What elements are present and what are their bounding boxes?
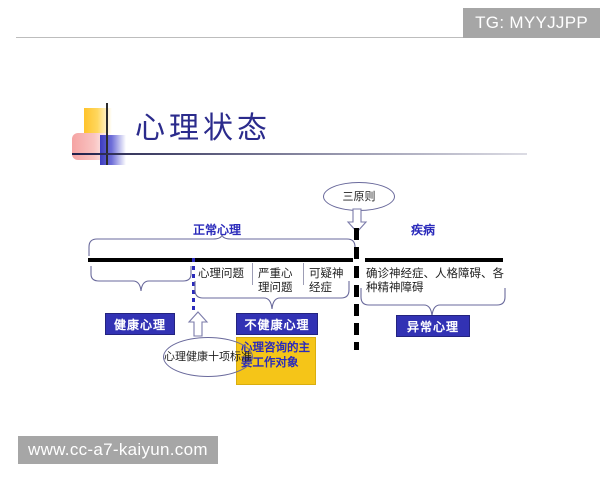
watermark-top-badge: TG: MYYJJPP bbox=[463, 8, 600, 38]
brace-normal-psychology bbox=[88, 234, 356, 256]
cell-divider-1 bbox=[252, 263, 253, 285]
label-normal-psychology: 正常心理 bbox=[193, 223, 242, 237]
page-title: 心理状态 bbox=[135, 111, 271, 146]
watermark-top-text: TG: MYYJJPP bbox=[475, 13, 588, 32]
callout-three-principles: 三原则 bbox=[323, 182, 395, 211]
cell-psychological-problem: 心理问题 bbox=[198, 266, 244, 280]
cell-confirmed-disorders: 确诊神经症、人格障碍、各种精神障碍 bbox=[366, 266, 504, 294]
down-arrow-icon bbox=[346, 208, 368, 233]
vertical-dashed-separator bbox=[354, 228, 359, 350]
callout-ten-criteria: 心理健康十项标准 bbox=[163, 337, 253, 377]
watermark-bottom-badge: www.cc-a7-kaiyun.com bbox=[18, 436, 218, 464]
cell-divider-2 bbox=[303, 263, 304, 285]
brace-healthy-psychology bbox=[90, 266, 192, 292]
title-decoration-logo bbox=[72, 103, 192, 165]
cell-severe-psychological-problem: 严重心理问题 bbox=[258, 266, 293, 294]
logo-vertical-line bbox=[106, 103, 108, 165]
axis-bar-left bbox=[88, 258, 353, 262]
brace-unhealthy-psychology bbox=[194, 281, 350, 310]
header-divider bbox=[16, 37, 584, 38]
box-healthy-psychology-label: 健康心理 bbox=[113, 317, 166, 332]
blue-dotted-divider bbox=[192, 258, 195, 310]
watermark-bottom-text: www.cc-a7-kaiyun.com bbox=[28, 440, 208, 459]
label-disease: 疾病 bbox=[411, 223, 436, 237]
brace-abnormal-psychology bbox=[360, 288, 506, 317]
title-underline bbox=[72, 153, 527, 155]
box-healthy-psychology[interactable]: 健康心理 bbox=[105, 313, 175, 335]
up-arrow-icon bbox=[187, 311, 209, 337]
callout-ten-criteria-text: 心理健康十项标准 bbox=[164, 350, 252, 363]
box-counseling-focus-label: 心理咨询的主要工作对象 bbox=[241, 340, 310, 369]
box-unhealthy-psychology-label: 不健康心理 bbox=[244, 317, 310, 332]
callout-three-principles-text: 三原则 bbox=[342, 189, 376, 203]
blue-square-icon bbox=[100, 135, 126, 165]
cell-suspected-neurosis: 可疑神经症 bbox=[309, 266, 344, 294]
axis-bar-right bbox=[365, 258, 503, 262]
box-abnormal-psychology-label: 异常心理 bbox=[406, 319, 459, 334]
box-abnormal-psychology[interactable]: 异常心理 bbox=[396, 315, 470, 337]
box-unhealthy-psychology[interactable]: 不健康心理 bbox=[236, 313, 318, 335]
